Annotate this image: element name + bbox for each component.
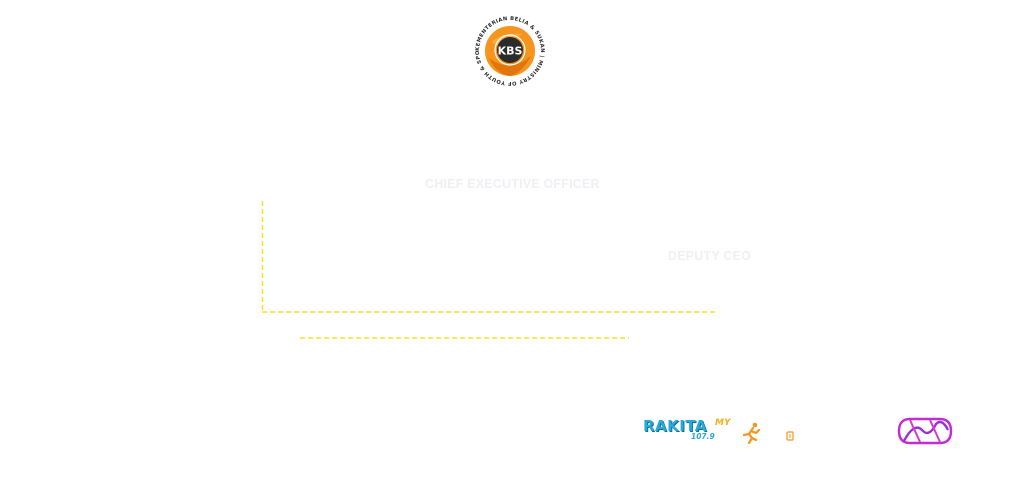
emblem-text: KBS bbox=[498, 45, 523, 58]
deputy-ceo-label: DEPUTY CEO bbox=[668, 249, 752, 263]
orange-runner-icon bbox=[742, 422, 762, 445]
rakita-suffix: MY bbox=[715, 418, 731, 428]
orange-small-mark-icon bbox=[786, 428, 795, 441]
rakita-logo: RAKITA MY 107.9 bbox=[643, 415, 733, 445]
rakita-wordmark: RAKITA bbox=[643, 417, 708, 435]
ceo-label: CHIEF EXECUTIVE OFFICER bbox=[425, 177, 600, 191]
purple-abstract-logo-icon bbox=[896, 416, 954, 446]
rakita-frequency: 107.9 bbox=[691, 432, 715, 441]
kbs-ministry-seal-icon: KEMENTERIAN BELIA & SUKAN | MINISTRY OF … bbox=[469, 8, 549, 90]
